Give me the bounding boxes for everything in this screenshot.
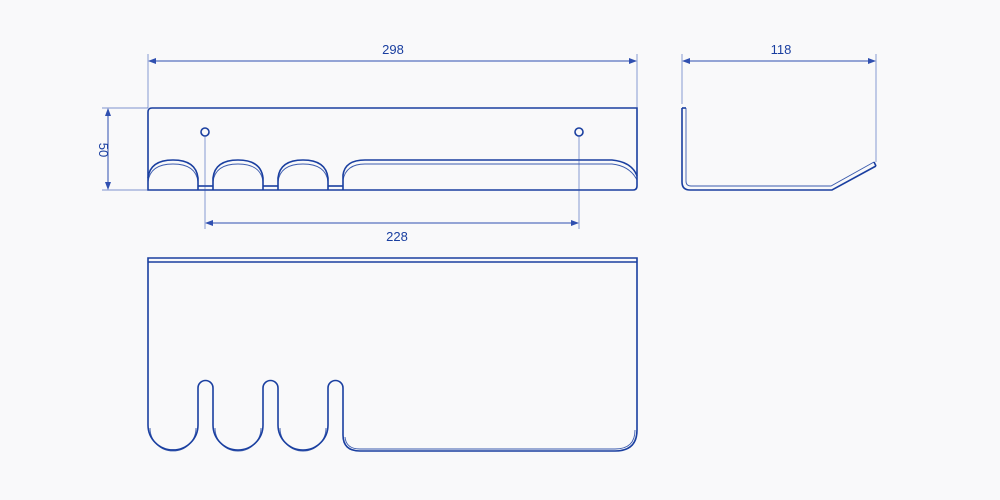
mounting-hole-right — [574, 127, 584, 137]
dimension-label-50: 50 — [96, 143, 111, 157]
dimension-hole-spacing: 228 — [204, 136, 580, 244]
dimension-label-228: 228 — [386, 229, 408, 244]
front-view — [147, 107, 638, 191]
dimension-overall-length: 298 — [147, 42, 638, 108]
top-view — [147, 257, 638, 452]
dimension-height: 50 — [96, 107, 148, 191]
dimension-depth: 118 — [681, 42, 877, 162]
dimension-label-298: 298 — [382, 42, 404, 57]
mounting-hole-left — [200, 127, 210, 137]
side-view — [681, 107, 877, 191]
dimension-label-118: 118 — [771, 42, 792, 57]
